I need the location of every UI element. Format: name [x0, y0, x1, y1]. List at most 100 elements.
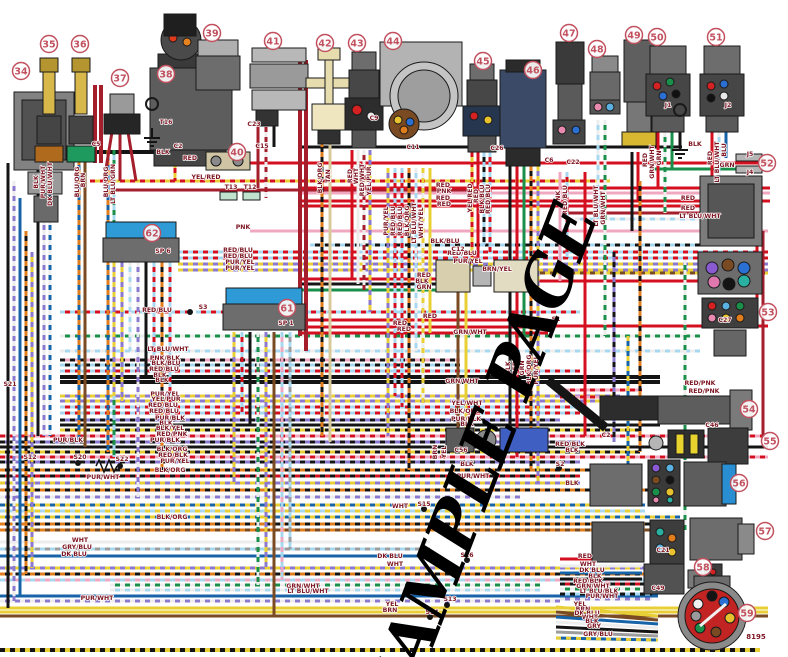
wire-label: RED/PNK: [685, 380, 716, 387]
fuse-55-box: [667, 429, 705, 459]
wire-label: S22: [115, 456, 128, 463]
wire-label: BLK: [156, 149, 170, 156]
wire-label: PUR/WHT: [40, 165, 47, 199]
callout-circle-38: [156, 64, 176, 84]
wire-label: DK BLU: [377, 553, 403, 560]
wire-label: RED: [681, 195, 695, 202]
wire-label: BLU: [721, 143, 728, 156]
wire-label: PUR/WHT: [81, 595, 115, 602]
ecu-62-body: [102, 237, 180, 263]
connector-53-p6: [737, 274, 751, 288]
connector-t13: [219, 191, 238, 201]
wire-label: BLK: [155, 377, 169, 384]
wire-label: RED/PNK: [689, 388, 720, 395]
wire-label: BLK/BLU: [430, 238, 459, 245]
connector-53-x1: [707, 301, 717, 311]
page-code: 8195: [746, 633, 766, 641]
wire-label: BLK: [588, 573, 602, 580]
sensor-45-pin2: [483, 115, 493, 125]
connector-51-pin2: [719, 79, 729, 89]
wire-label: BLK: [153, 372, 167, 379]
callout-circle-59: [737, 603, 757, 623]
sensor-47-body: [557, 83, 583, 121]
wire-label: RED/BLU: [485, 184, 492, 214]
sensor-35-boot: [36, 115, 62, 145]
connector-56-g3: [651, 475, 661, 485]
wire-label: SP 6: [155, 248, 170, 255]
wire-label: RED/BLU: [397, 206, 404, 236]
connector-53-tail: [713, 329, 747, 357]
wire-label: RED: [417, 272, 431, 279]
wire-label: BLK/ORG: [155, 467, 186, 474]
wire-label: DK BLU: [579, 567, 605, 574]
wire-label: BLU/ORG: [74, 167, 81, 198]
wire-label: LT BLU/WHT: [593, 185, 600, 227]
connector-34-tail: [33, 195, 59, 223]
wire-label: PNK: [437, 188, 452, 195]
callout-circle-34: [11, 61, 31, 81]
wire-label: GRN: [656, 150, 663, 165]
callout-circle-45: [473, 51, 493, 71]
wire-label: RED/PNK: [157, 431, 188, 438]
callout-number-49: 49: [627, 30, 640, 41]
wire-label: C11: [406, 144, 419, 151]
wire: [555, 610, 659, 622]
sensor-c56-ring: [475, 429, 497, 451]
wire-label: T12: [244, 184, 257, 191]
wire-label: GRN/WHT: [286, 583, 320, 590]
callout-circle-62: [142, 223, 162, 243]
sensor-43-pin1: [351, 104, 363, 116]
connector-59-k1: [692, 598, 704, 610]
callout-number-58: 58: [696, 562, 710, 573]
wire-label: BLK: [505, 361, 512, 375]
callout-number-50: 50: [650, 32, 664, 43]
callout-number-41: 41: [266, 36, 279, 47]
wire-label: GRN/WHT: [453, 329, 487, 336]
sensor-35-conn: [34, 145, 64, 163]
connector-56-g7: [652, 496, 660, 504]
wire-label: J1: [664, 102, 672, 109]
wire-label: RED/BLU: [149, 366, 179, 373]
connector-57-mid: [649, 519, 685, 565]
wire-label: S21: [3, 381, 16, 388]
wire-label: C12: [451, 246, 464, 253]
wire-label: BLK/ORG: [526, 355, 533, 386]
wire-label: BRN: [432, 445, 439, 460]
wire-label: C15: [255, 143, 268, 150]
callout-number-43: 43: [350, 38, 363, 49]
wire-label: C5: [92, 141, 101, 148]
connector-56-g2: [665, 463, 675, 473]
wire-label: PUR/BLK: [53, 437, 83, 444]
wire-label: J2: [724, 102, 732, 109]
sensor-42-conn: [317, 129, 341, 145]
callout-number-55: 55: [763, 436, 776, 447]
wire-label: GRN/WHT: [576, 583, 610, 590]
wire-label: J5: [746, 151, 754, 158]
wire-label: BLK/ORG: [157, 446, 188, 453]
connector-57-end: [737, 523, 755, 555]
wire-label: BLK/ORG: [450, 408, 481, 415]
wire-label: GRN: [519, 360, 526, 375]
callout-number-62: 62: [145, 228, 158, 239]
callout-number-52: 52: [760, 158, 773, 169]
wire-label: YEL: [441, 446, 448, 460]
connector-53-x3: [735, 301, 745, 311]
callout-circle-57: [755, 521, 775, 541]
wire-label: LT BLU/WHT: [411, 202, 418, 244]
callout-number-39: 39: [205, 28, 218, 39]
sensor-36-shaft: [74, 71, 88, 115]
callout-circle-41: [263, 31, 283, 51]
connector-c12-a: [435, 259, 471, 293]
connector-c12-mid: [472, 265, 492, 287]
wire-label: GRN/WHT: [649, 144, 656, 178]
callout-number-37: 37: [113, 73, 126, 84]
connector-56-right: [683, 461, 727, 507]
wire: [555, 625, 659, 634]
callout-number-40: 40: [230, 147, 244, 158]
callout-number-61: 61: [280, 303, 293, 314]
sensor-36-conn: [66, 145, 96, 163]
wire-label: PNK: [236, 224, 251, 231]
sensor-c56-body: [445, 427, 475, 453]
wire-label: PUR/BLK: [451, 416, 481, 423]
wire-label: LT BLU/WHT: [714, 141, 721, 183]
